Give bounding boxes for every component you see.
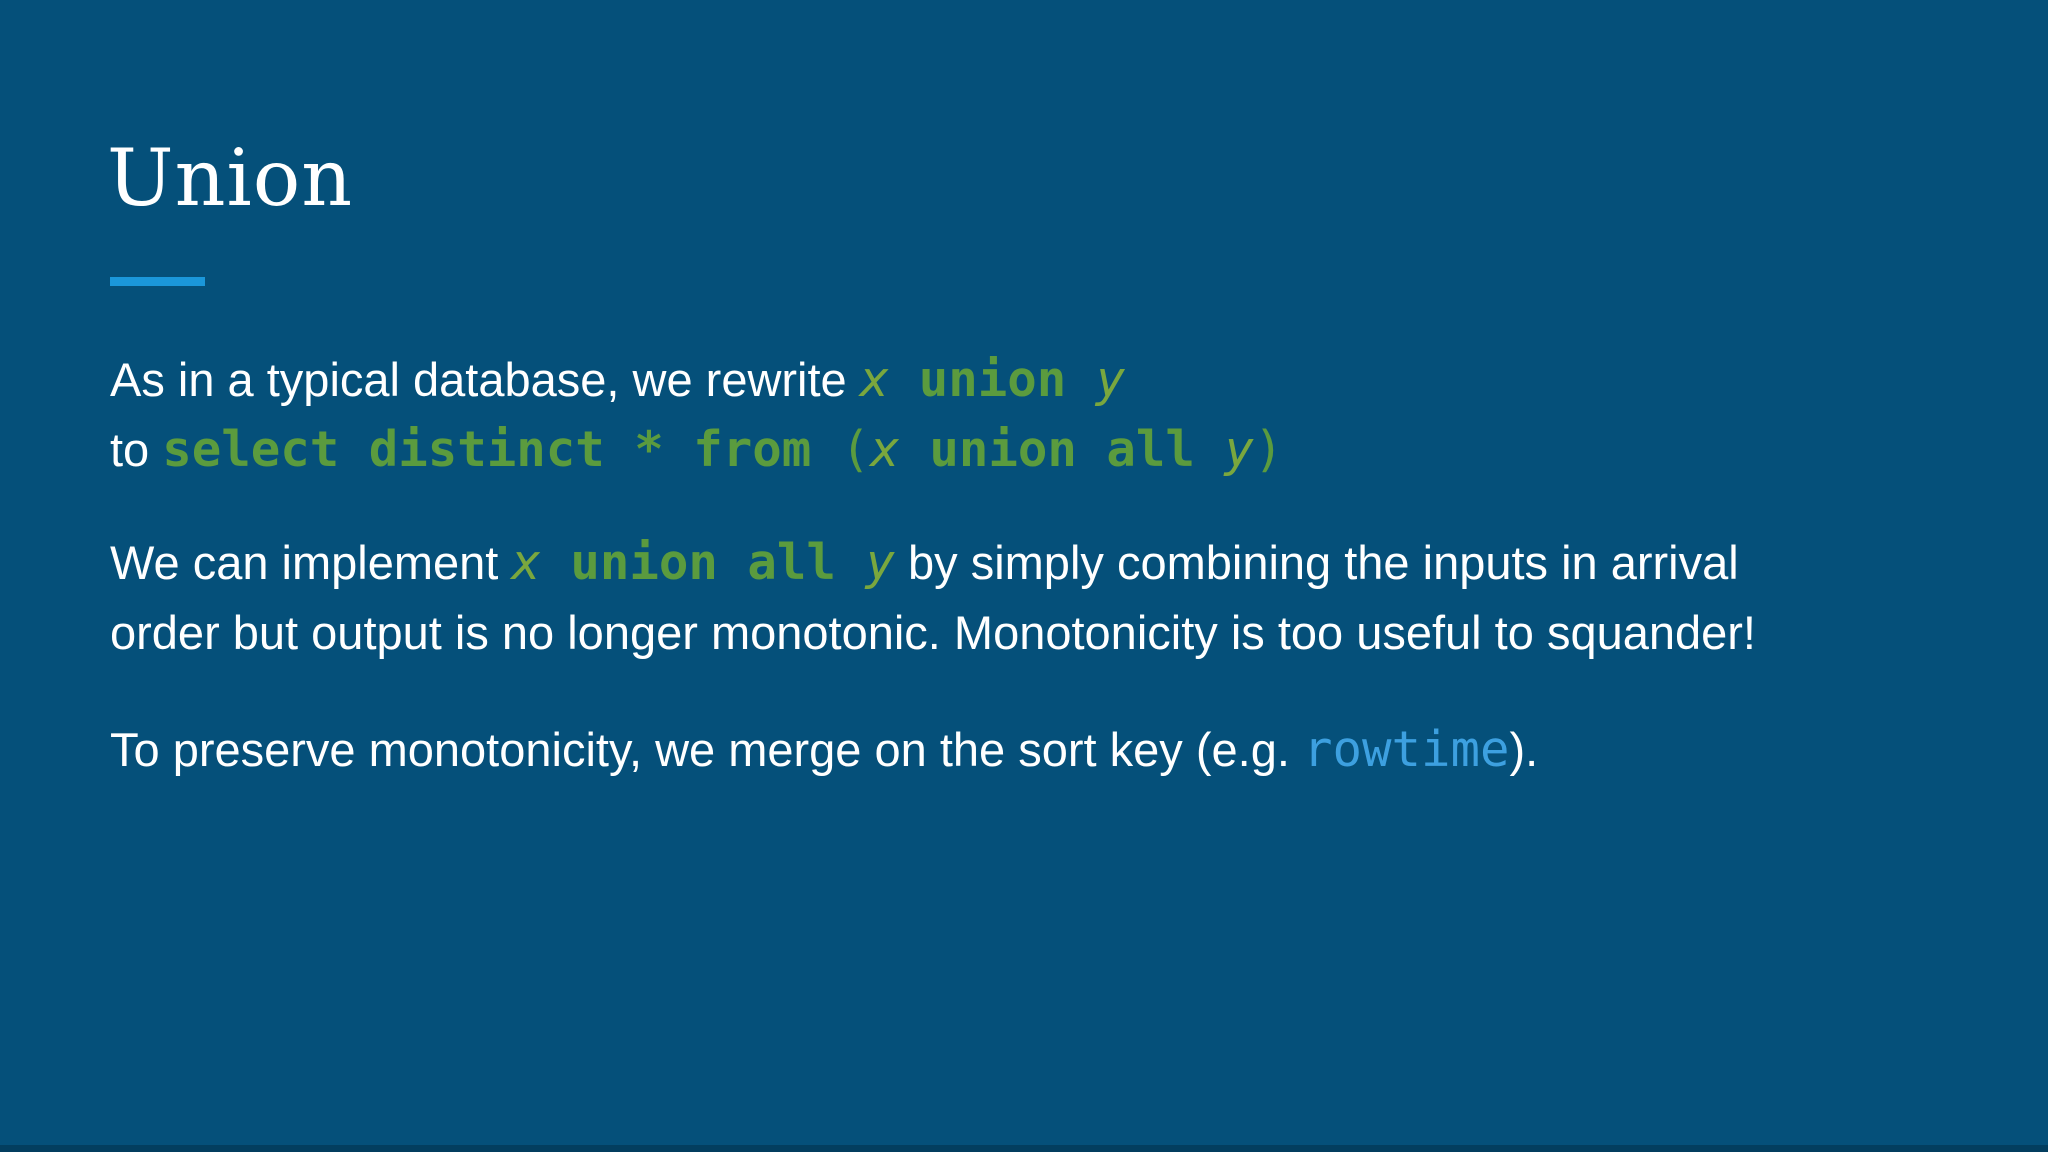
text-run-variable: x	[870, 421, 900, 478]
text-run-text: To preserve monotonicity, we merge on th…	[110, 723, 1303, 776]
text-run-text: As in a typical database, we rewrite	[110, 353, 860, 406]
text-run-variable: y	[1095, 351, 1126, 408]
text-run-text: ).	[1509, 723, 1539, 776]
text-run-blue: rowtime	[1302, 721, 1510, 778]
paragraph-union-all-implementation: We can implement x union all y by simply…	[110, 528, 1980, 668]
text-run-keyword: union all	[899, 421, 1225, 478]
text-run-variable: y	[1224, 421, 1254, 478]
paragraph-union-rewrite: As in a typical database, we rewrite x u…	[110, 345, 1980, 485]
title-accent-bar	[110, 277, 205, 286]
bottom-edge-strip	[0, 1145, 2048, 1152]
text-run-punct: (	[840, 421, 871, 478]
text-run-text: by simply combining the inputs in arriva…	[894, 536, 1739, 589]
text-run-keyword: union	[889, 351, 1096, 408]
text-run-variable: y	[865, 534, 895, 591]
text-run-keyword: union all	[540, 534, 866, 591]
text-run-text: We can implement	[110, 536, 512, 589]
slide-title: Union	[107, 132, 354, 224]
text-run-text: order but output is no longer monotonic.…	[110, 606, 1756, 659]
text-run-variable: x	[859, 351, 890, 408]
text-run-variable: x	[511, 534, 541, 591]
text-run-text: to	[110, 423, 163, 476]
text-run-keyword: select distinct * from	[162, 421, 841, 478]
paragraph-preserve-monotonicity: To preserve monotonicity, we merge on th…	[110, 715, 1980, 785]
text-run-punct: )	[1253, 421, 1284, 478]
